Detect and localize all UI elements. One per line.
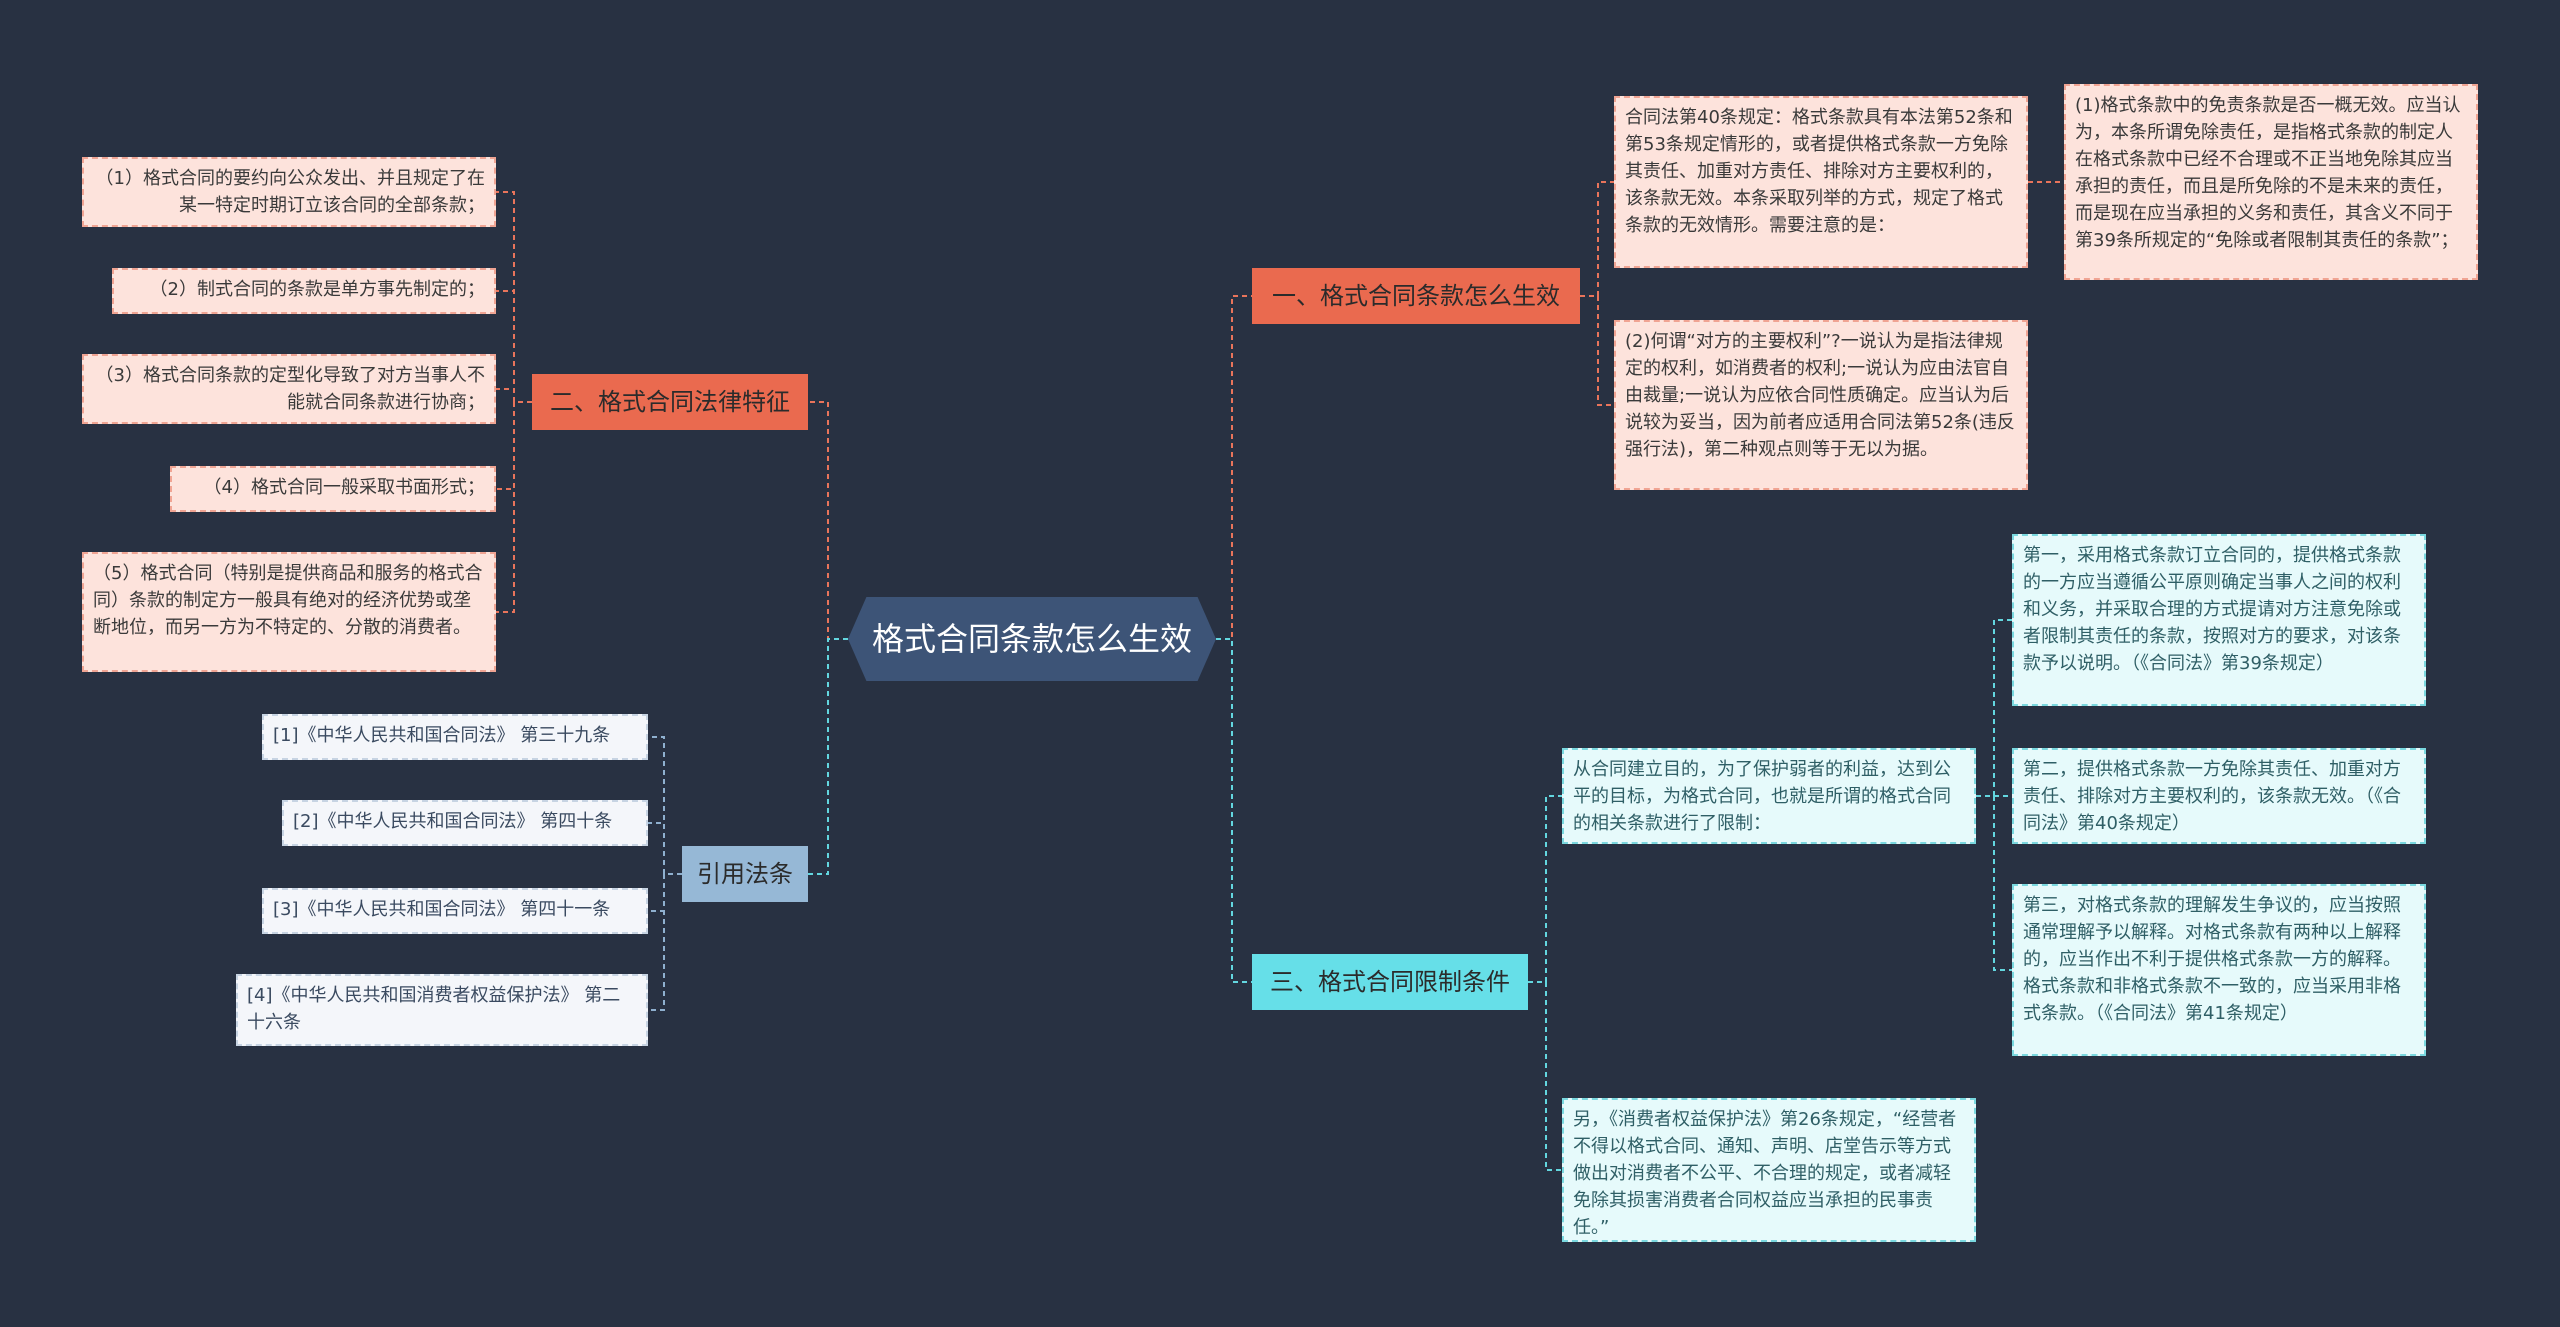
root-topic[interactable]: 格式合同条款怎么生效	[848, 597, 1216, 681]
connector-b4-item4	[648, 873, 682, 1011]
b2-item-3[interactable]: （3）格式合同条款的定型化导致了对方当事人不能就合同条款进行协商；	[82, 354, 496, 424]
b3-sub-first[interactable]: 第一，采用格式条款订立合同的，提供格式条款的一方应当遵循公平原则确定当事人之间的…	[2012, 534, 2426, 706]
cited-law-1[interactable]: [1]《中华人民共和国合同法》 第三十九条	[262, 714, 648, 760]
branch-restrictions[interactable]: 三、格式合同限制条件	[1252, 954, 1528, 1010]
connector-b3-item1	[1528, 795, 1562, 983]
b1-sub-exemption[interactable]: (1)格式条款中的免责条款是否一概无效。应当认为，本条所谓免除责任，是指格式条款…	[2064, 84, 2478, 280]
connector-root-b3	[1216, 638, 1252, 983]
connector-root-b1	[1216, 295, 1252, 640]
b3-sub-second[interactable]: 第二，提供格式条款一方免除其责任、加重对方责任、排除对方主要权利的，该条款无效。…	[2012, 748, 2426, 844]
b2-item-1[interactable]: （1）格式合同的要约向公众发出、并且规定了在某一特定时期订立该合同的全部条款；	[82, 157, 496, 227]
b1-item-main-rights[interactable]: (2)何谓“对方的主要权利”?一说认为是指法律规定的权利，如消费者的权利;一说认…	[1614, 320, 2028, 490]
connector-b2-item2	[496, 290, 532, 403]
branch-cited-laws[interactable]: 引用法条	[682, 846, 808, 902]
connector-b3-sub3	[1976, 795, 2012, 971]
connector-b1-item1	[1580, 181, 1614, 297]
connector-b2-item3	[496, 388, 532, 403]
b2-item-4[interactable]: （4）格式合同一般采取书面形式；	[170, 466, 496, 512]
cited-law-2[interactable]: [2]《中华人民共和国合同法》 第四十条	[282, 800, 648, 846]
connector-b2-item5	[496, 401, 532, 613]
connector-b3-sub1	[1976, 619, 2012, 797]
branch-how-effective[interactable]: 一、格式合同条款怎么生效	[1252, 268, 1580, 324]
connector-b4-item2	[648, 822, 682, 875]
cited-law-3[interactable]: [3]《中华人民共和国合同法》 第四十一条	[262, 888, 648, 934]
connector-b1-item2	[1580, 295, 1614, 406]
connector-root-b2	[808, 401, 848, 640]
b2-item-5[interactable]: （5）格式合同（特别是提供商品和服务的格式合同）条款的制定方一般具有绝对的经济优…	[82, 552, 496, 672]
b1-item-art40[interactable]: 合同法第40条规定：格式条款具有本法第52条和第53条规定情形的，或者提供格式条…	[1614, 96, 2028, 268]
cited-law-4[interactable]: [4]《中华人民共和国消费者权益保护法》 第二十六条	[236, 974, 648, 1046]
b3-item-purpose[interactable]: 从合同建立目的，为了保护弱者的利益，达到公平的目标，为格式合同，也就是所谓的格式…	[1562, 748, 1976, 844]
connector-b3-item2	[1528, 981, 1562, 1171]
b2-item-2[interactable]: （2）制式合同的条款是单方事先制定的；	[112, 268, 496, 314]
branch-legal-features[interactable]: 二、格式合同法律特征	[532, 374, 808, 430]
connector-root-b4	[808, 638, 848, 875]
b3-item-consumer-law[interactable]: 另，《消费者权益保护法》第26条规定，“经营者不得以格式合同、通知、声明、店堂告…	[1562, 1098, 1976, 1242]
b3-sub-third[interactable]: 第三，对格式条款的理解发生争议的，应当按照通常理解予以解释。对格式条款有两种以上…	[2012, 884, 2426, 1056]
